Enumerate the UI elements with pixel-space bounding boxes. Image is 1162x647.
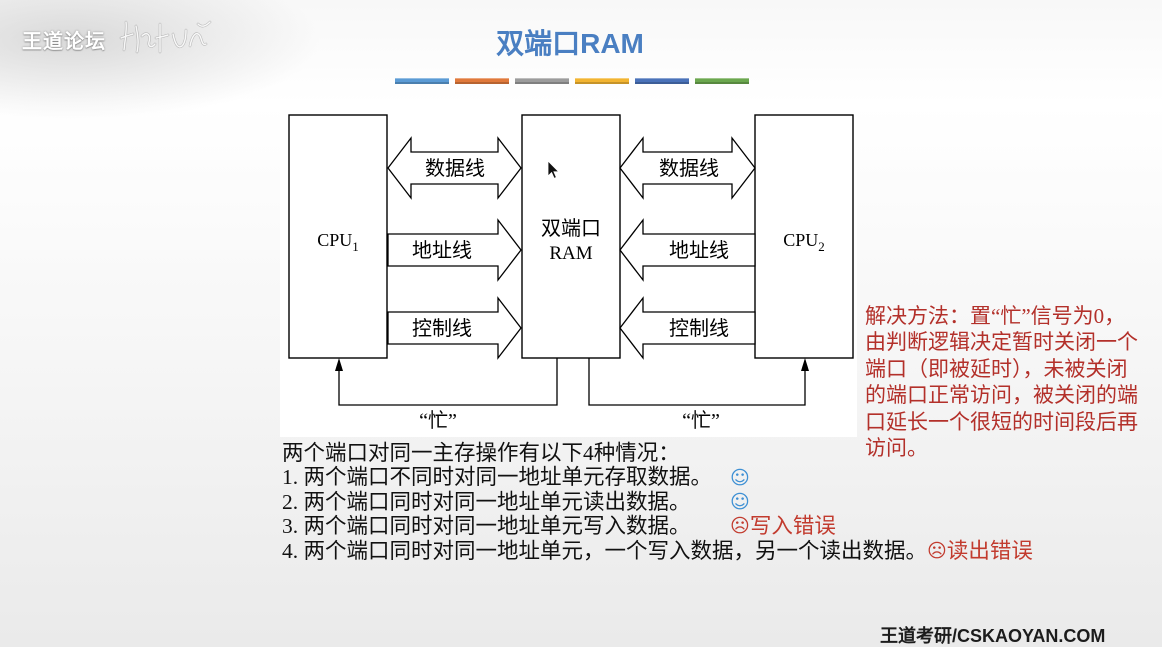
smile-icon: ☺ (730, 466, 750, 489)
case-error-text: 写入错误 (749, 514, 836, 539)
frown-icon: ☹ (730, 515, 750, 538)
case-text: 2. 两个端口同时对同一地址单元读出数据。 (282, 489, 691, 514)
case-error-text: 读出错误 (946, 538, 1033, 563)
right-control-bus-arrow (619, 296, 756, 360)
case-text: 1. 两个端口不同时对同一地址单元存取数据。 (282, 465, 713, 490)
solution-note: 解决方法：置“忙”信号为0， 由判断逻辑决定暂时关闭一个 端口（即被延时），未被… (865, 303, 1161, 461)
case-error-note: ☹ 写入错误 (730, 514, 836, 538)
ram-label-line2: RAM (549, 243, 592, 264)
cpu1-label-subscript: 1 (352, 239, 359, 254)
ram-box (521, 114, 621, 359)
solution-line: 解决方法：置“忙”信号为0， (865, 304, 1126, 328)
ram-label-line1: 双端口 (541, 217, 601, 240)
frown-icon: ☹ (927, 539, 947, 562)
case-row-1: 1. 两个端口不同时对同一地址单元存取数据。 ☺ (282, 465, 1142, 489)
smile-icon: ☺ (730, 490, 750, 513)
accent-bar-dark-blue (635, 78, 689, 84)
case-error-note: ☹ 读出错误 (927, 539, 1033, 563)
left-address-bus-arrow (387, 218, 522, 282)
case-row-3: 3. 两个端口同时对同一地址单元写入数据。 ☹ 写入错误 (282, 514, 1142, 538)
slide-title: 双端口RAM (496, 28, 644, 59)
solution-line: 访问。 (865, 435, 928, 460)
case-text: 3. 两个端口同时对同一地址单元写入数据。 (282, 514, 691, 539)
busy-arrowhead-left (335, 358, 343, 371)
cpu2-box (754, 114, 854, 359)
accent-bar-yellow (575, 78, 629, 84)
busy-line-right (588, 358, 806, 406)
case-row-4: 4. 两个端口同时对同一地址单元，一个写入数据，另一个读出数据。 ☹ 读出错误 (282, 539, 1142, 563)
right-address-bus-arrow (619, 218, 756, 282)
right-data-bus-arrow (619, 136, 756, 200)
right-address-bus-label: 地址线 (669, 239, 729, 262)
solution-line: 由判断逻辑决定暂时关闭一个 (865, 330, 1138, 355)
left-address-bus-label: 地址线 (412, 239, 472, 262)
cpu1-label-main: CPU (317, 230, 352, 250)
accent-bar-green (695, 78, 749, 84)
watermark-signature (119, 20, 212, 54)
cases-intro: 两个端口对同一主存操作有以下4种情况： (282, 441, 1142, 465)
left-control-bus-arrow (387, 296, 522, 360)
busy-arrowhead-right (801, 358, 809, 371)
access-cases: 两个端口对同一主存操作有以下4种情况： 1. 两个端口不同时对同一地址单元存取数… (282, 441, 1142, 563)
solution-line: 的端口正常访问，被关闭的端 (865, 383, 1138, 408)
cpu2-label-subscript: 2 (818, 239, 825, 254)
accent-bar-blue (395, 78, 449, 84)
busy-line-left (338, 358, 558, 406)
right-control-bus-label: 控制线 (669, 317, 729, 340)
accent-bar-orange (455, 78, 509, 84)
case-text: 4. 两个端口同时对同一地址单元，一个写入数据，另一个读出数据。 (282, 538, 928, 563)
mouse-cursor-icon (547, 160, 560, 179)
cpu2-label: CPU2 (783, 230, 825, 254)
left-data-bus-label: 数据线 (425, 157, 485, 180)
accent-bar-gray (515, 78, 569, 84)
busy-label-left: “忙” (419, 409, 457, 432)
left-control-bus-label: 控制线 (412, 317, 472, 340)
dual-port-ram-diagram: CPU1 双端口 RAM CPU2 数据线 地址线 控制线 数据线 地址 (288, 114, 854, 432)
footer-brand: 王道考研/CSKAOYAN.COM (880, 626, 1106, 646)
cpu1-label: CPU1 (317, 230, 359, 254)
solution-line: 端口（即被延时），未被关闭 (865, 356, 1128, 381)
solution-line: 口延长一个很短的时间段后再 (865, 409, 1138, 434)
cases-intro-text: 两个端口对同一主存操作有以下4种情况： (282, 441, 680, 465)
busy-label-right: “忙” (682, 409, 720, 432)
watermark-logo-text: 王道论坛 (22, 29, 106, 53)
cpu2-label-main: CPU (783, 230, 818, 250)
cpu1-box (288, 114, 388, 359)
case-row-2: 2. 两个端口同时对同一地址单元读出数据。 ☺ (282, 490, 1142, 514)
right-data-bus-label: 数据线 (659, 157, 719, 180)
diagram-panel: CPU1 双端口 RAM CPU2 数据线 地址线 控制线 数据线 地址 (280, 105, 857, 437)
left-data-bus-arrow (387, 136, 522, 200)
title-accent-bars (395, 78, 749, 84)
